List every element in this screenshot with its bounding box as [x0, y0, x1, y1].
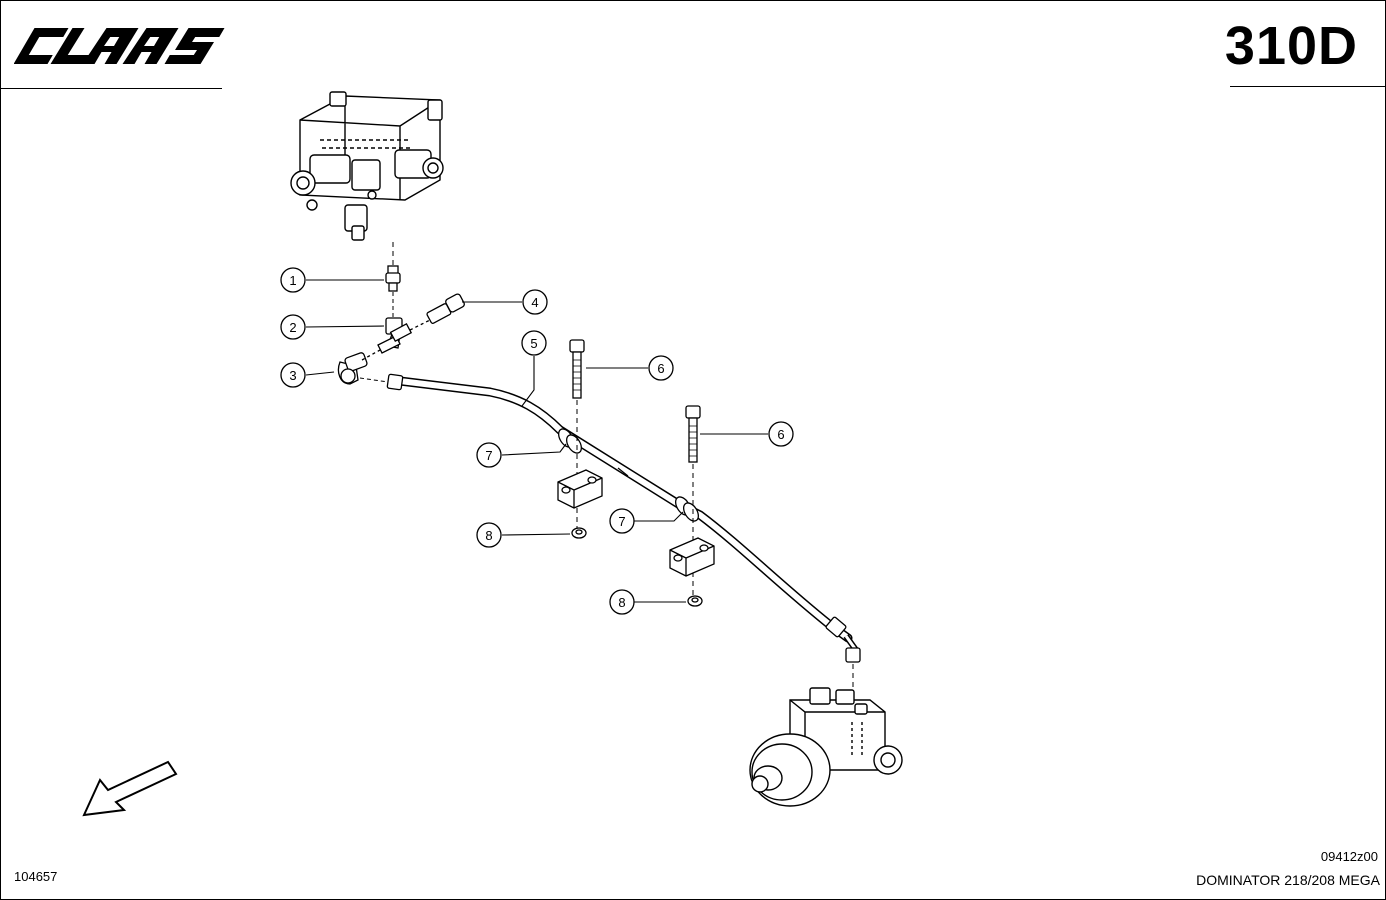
- svg-text:7: 7: [618, 514, 625, 529]
- logo-underline: [0, 88, 222, 89]
- bolt-part-6b: [685, 405, 701, 463]
- callout-3: 3: [280, 362, 306, 388]
- control-valve-block: [290, 91, 444, 241]
- callout-1: 1: [280, 267, 306, 293]
- svg-text:1: 1: [289, 273, 296, 288]
- fitting-part-1: [385, 265, 401, 292]
- bolt-part-6a: [569, 339, 585, 399]
- tee-piece-part-2: [377, 317, 413, 354]
- svg-text:4: 4: [531, 295, 538, 310]
- callout-2: 2: [280, 314, 306, 340]
- svg-text:8: 8: [485, 528, 492, 543]
- elbow-fitting-part-3: [337, 349, 381, 385]
- holder-block-b: [669, 537, 715, 577]
- callout-6b: 6: [768, 421, 794, 447]
- svg-text:8: 8: [618, 595, 625, 610]
- callout-7b: 7: [609, 508, 635, 534]
- svg-text:2: 2: [289, 320, 296, 335]
- holder-block-a: [557, 469, 603, 509]
- callout-4: 4: [522, 289, 548, 315]
- direction-arrow-icon: [82, 760, 178, 817]
- nut-part-8a: [571, 527, 587, 539]
- brand-logo: [13, 22, 225, 92]
- callout-leaders: [305, 279, 768, 603]
- hydraulic-pump: [749, 687, 903, 807]
- document-number: 104657: [14, 869, 58, 884]
- svg-text:7: 7: [485, 448, 492, 463]
- hose-clamp-part-7a: [558, 428, 582, 454]
- page-code: 310D: [1224, 16, 1358, 76]
- callout-6a: 6: [648, 355, 674, 381]
- callout-7a: 7: [476, 442, 502, 468]
- hose-clamp-part-7b: [675, 496, 699, 522]
- callout-8a: 8: [476, 522, 502, 548]
- callout-8b: 8: [609, 589, 635, 615]
- model-name: DOMINATOR 218/208 MEGA: [1196, 872, 1380, 888]
- nut-part-8b: [687, 595, 703, 607]
- drawing-code: 09412z00: [1320, 849, 1378, 864]
- svg-text:6: 6: [657, 361, 664, 376]
- page-code-underline: [1230, 86, 1386, 87]
- hydraulic-hose-part-5: [386, 373, 861, 663]
- svg-text:6: 6: [777, 427, 784, 442]
- svg-text:3: 3: [289, 368, 296, 383]
- pressure-sensor-part-4: [409, 293, 465, 331]
- callout-5: 5: [521, 330, 547, 356]
- svg-text:5: 5: [530, 336, 537, 351]
